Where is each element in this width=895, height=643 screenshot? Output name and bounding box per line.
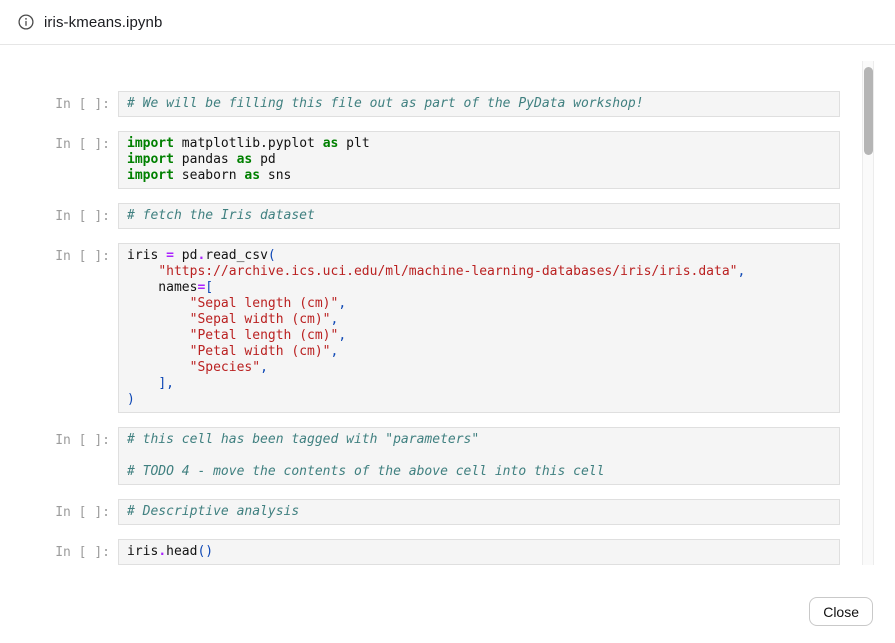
code-line: "Sepal length (cm)", — [189, 296, 347, 311]
code-line: iris = pd.read_csv( — [127, 248, 276, 263]
scrollbar-track[interactable] — [862, 61, 874, 565]
cell-prompt: In [ ]: — [55, 249, 110, 264]
code-line: import seaborn as sns — [127, 168, 292, 183]
dialog-title: iris-kmeans.ipynb — [44, 13, 163, 31]
cell-prompt: In [ ]: — [55, 505, 110, 520]
code-line: # this cell has been tagged with "parame… — [127, 432, 480, 447]
cell-code: # Descriptive analysis — [118, 499, 840, 525]
notebook-cell: In [ ]: # Descriptive analysis — [0, 499, 840, 525]
cell-prompt: In [ ]: — [55, 545, 110, 560]
dialog-footer: Close — [0, 567, 895, 643]
notebook-cell: In [ ]: # this cell has been tagged with … — [0, 427, 840, 485]
notebook-cell: In [ ]: iris = pd.read_csv( "https://arch… — [0, 243, 840, 413]
code-line: import pandas as pd — [127, 152, 276, 167]
cell-code: # We will be filling this file out as pa… — [118, 91, 840, 117]
cell-code: iris = pd.read_csv( "https://archive.ics… — [118, 243, 840, 413]
code-line: ) — [127, 392, 135, 407]
code-line: import matplotlib.pyplot as plt — [127, 136, 370, 151]
code-line: # We will be filling this file out as pa… — [127, 96, 644, 111]
close-button[interactable]: Close — [809, 597, 873, 626]
code-line: # TODO 4 - move the contents of the abov… — [127, 464, 605, 479]
code-line — [127, 448, 831, 464]
dialog-header: iris-kmeans.ipynb — [0, 0, 895, 45]
code-line: "Sepal width (cm)", — [189, 312, 339, 327]
code-line: "Species", — [189, 360, 268, 375]
cell-code: # this cell has been tagged with "parame… — [118, 427, 840, 485]
code-line: # Descriptive analysis — [127, 504, 300, 519]
cell-prompt: In [ ]: — [55, 137, 110, 152]
cell-code: # fetch the Iris dataset — [118, 203, 840, 229]
code-line: iris.head() — [127, 544, 214, 559]
code-line: ], — [158, 376, 174, 391]
cell-code: iris.head() — [118, 539, 840, 565]
cell-prompt: In [ ]: — [55, 97, 110, 112]
code-line: "Petal length (cm)", — [189, 328, 347, 343]
cell-prompt: In [ ]: — [55, 209, 110, 224]
notebook-cell: In [ ]: # fetch the Iris dataset — [0, 203, 840, 229]
scrollbar-thumb[interactable] — [864, 67, 873, 155]
code-line: "Petal width (cm)", — [189, 344, 339, 359]
notebook-cell: In [ ]: iris.head() — [0, 539, 840, 565]
code-line: "https://archive.ics.uci.edu/ml/machine-… — [158, 264, 746, 279]
code-line: # fetch the Iris dataset — [127, 208, 315, 223]
notebook-cell: In [ ]: # We will be filling this file ou… — [0, 91, 840, 117]
notebook-cells: In [ ]: # We will be filling this file ou… — [0, 91, 840, 565]
cell-prompt: In [ ]: — [55, 433, 110, 448]
notebook-scroll-area[interactable]: In [ ]: # We will be filling this file ou… — [0, 46, 895, 567]
code-line: names=[ — [127, 280, 214, 295]
info-icon — [18, 14, 34, 30]
